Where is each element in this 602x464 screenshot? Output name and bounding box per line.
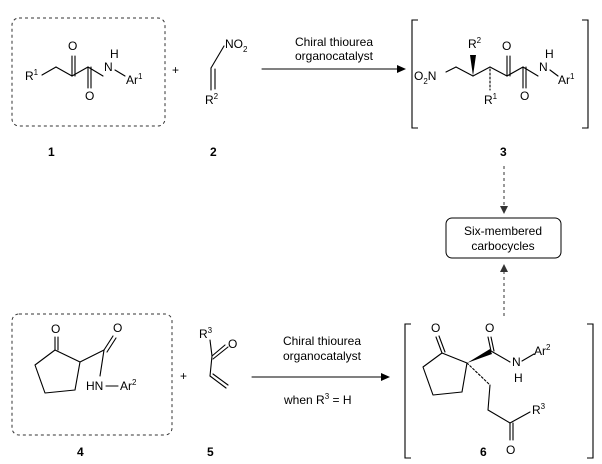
product-3-bracket-right xyxy=(582,19,589,129)
atom-O-keto: O xyxy=(502,39,511,53)
carbocycles-line2: carbocycles xyxy=(471,239,534,253)
atom-O-ring: O xyxy=(431,321,440,335)
plus-sign: + xyxy=(172,63,179,77)
reaction2-condition: when R3 = H xyxy=(283,392,351,407)
reaction2-catalyst-line2: organocatalyst xyxy=(283,349,362,363)
atom-H: H xyxy=(514,371,523,385)
compound-label-2: 2 xyxy=(210,145,217,159)
atom-O-amide: O xyxy=(485,321,494,335)
atom-R2: R2 xyxy=(468,36,482,51)
compound-1-dashed-box xyxy=(11,17,166,127)
atom-R2: R2 xyxy=(205,92,219,107)
atom-R3: R3 xyxy=(199,326,213,341)
atom-O-amide: O xyxy=(520,89,529,103)
atom-H: H xyxy=(545,47,554,61)
compound-label-5: 5 xyxy=(207,445,214,459)
product-6-bracket-left xyxy=(404,323,411,459)
compound-3-structure: O2N R2 R1 O O N H Ar1 xyxy=(414,36,575,107)
atom-N: N xyxy=(104,60,113,74)
atom-Ar2: Ar2 xyxy=(120,378,137,393)
atom-O-keto: O xyxy=(68,39,77,53)
atom-O-ketone: O xyxy=(506,443,515,457)
atom-H: H xyxy=(110,47,119,61)
atom-O2N: O2N xyxy=(414,69,436,86)
atom-O: O xyxy=(228,337,237,351)
atom-Ar1: Ar1 xyxy=(558,72,575,87)
compound-label-6: 6 xyxy=(480,445,487,459)
reaction2-catalyst-line1: Chiral thiourea xyxy=(283,334,361,348)
carbocycles-line1: Six-membered xyxy=(464,224,542,238)
compound-label-3: 3 xyxy=(500,145,507,159)
atom-O-amide: O xyxy=(85,89,94,103)
atom-N: N xyxy=(512,355,521,369)
reaction1-catalyst-line2: organocatalyst xyxy=(295,49,374,63)
carbocycles-box xyxy=(445,217,562,259)
atom-N: N xyxy=(539,60,548,74)
compound-label-1: 1 xyxy=(48,145,55,159)
compound-label-4: 4 xyxy=(77,445,84,459)
atom-R1: R1 xyxy=(484,92,498,107)
atom-Ar2: Ar2 xyxy=(534,343,551,358)
atom-Ar1: Ar1 xyxy=(126,72,143,87)
compound-5-structure: R3 O xyxy=(199,326,237,389)
product-6-bracket-right xyxy=(587,323,594,459)
atom-O-amide: O xyxy=(113,321,122,335)
atom-NO2: NO2 xyxy=(225,37,248,54)
compound-2-structure: NO2 R2 xyxy=(205,37,248,107)
atom-HN: HN xyxy=(86,379,103,393)
compound-4-structure: O O HN Ar2 xyxy=(34,321,137,394)
atom-O-ring: O xyxy=(51,322,60,336)
product-3-bracket-left xyxy=(411,19,418,129)
compound-4-dashed-box xyxy=(11,313,173,436)
compound-6-structure: O O N H Ar2 O R3 xyxy=(422,321,551,457)
atom-R3: R3 xyxy=(532,402,546,417)
compound-1-structure: R1 O O N H Ar1 xyxy=(25,39,143,103)
atom-R: R1 xyxy=(25,68,39,83)
plus-sign: + xyxy=(180,369,187,383)
reaction1-catalyst-line1: Chiral thiourea xyxy=(295,35,373,49)
